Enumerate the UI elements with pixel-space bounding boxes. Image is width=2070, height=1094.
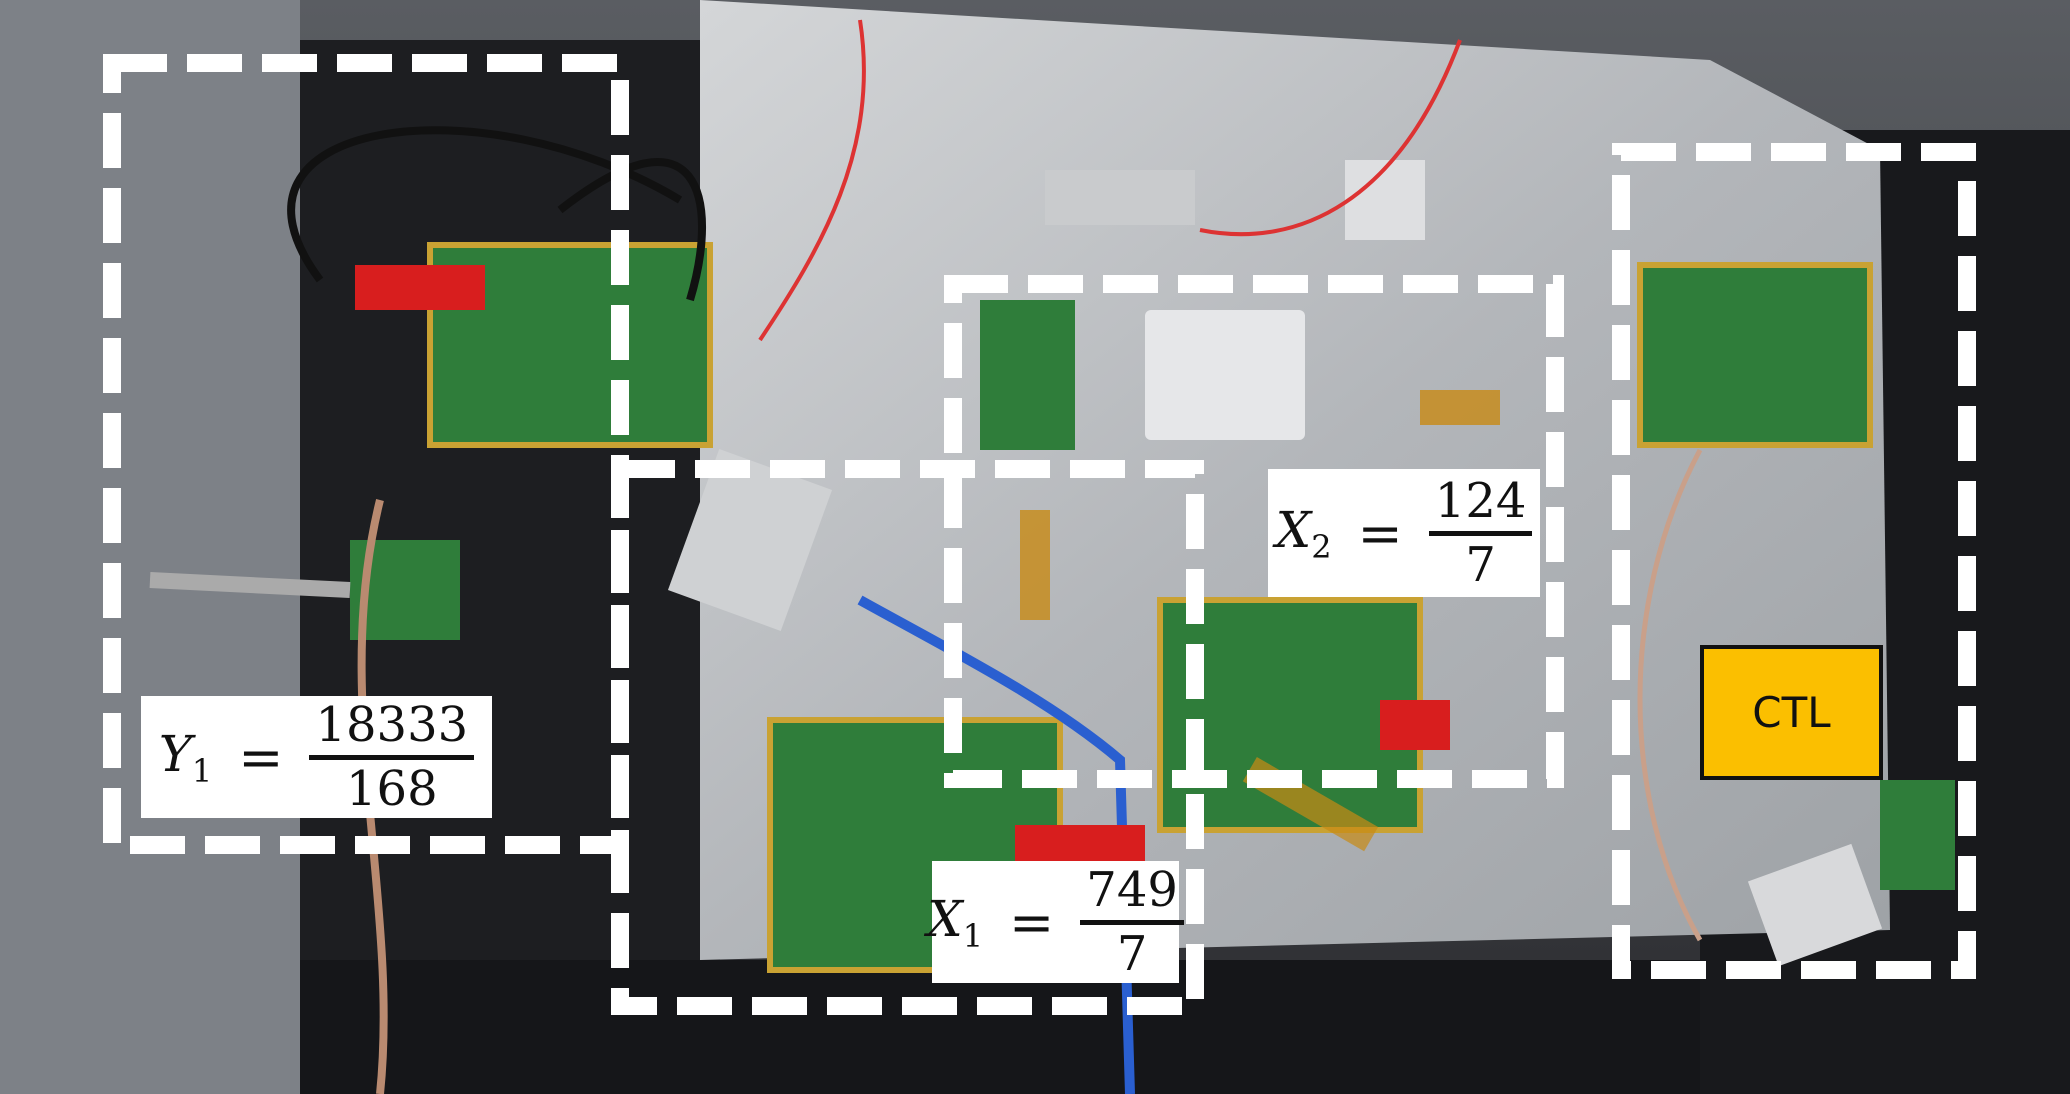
- pcb-board: [1637, 262, 1873, 448]
- left-wall: [0, 0, 300, 1094]
- ctl-label: CTL: [1700, 645, 1883, 780]
- equals-sign: =: [1009, 890, 1055, 954]
- x1-fraction: 749 7: [1080, 865, 1184, 979]
- kapton-tape: [1420, 390, 1500, 425]
- y1-numerator: 18333: [309, 700, 475, 760]
- power-connector: [1380, 700, 1450, 750]
- cable: [758, 19, 1462, 342]
- cable: [857, 595, 1135, 1094]
- equals-sign: =: [238, 725, 284, 789]
- power-connector: [355, 265, 485, 310]
- rf-module: [667, 449, 833, 631]
- cable: [1637, 448, 1703, 942]
- pcb-board: [1880, 780, 1955, 890]
- rf-module: [1045, 170, 1195, 225]
- x1-variable: X1: [927, 889, 984, 955]
- y1-variable: Y1: [158, 724, 213, 790]
- kapton-tape: [1020, 510, 1050, 620]
- x1-denominator: 7: [1116, 925, 1148, 982]
- pcb-board: [980, 300, 1075, 450]
- x2-denominator: 7: [1465, 536, 1496, 593]
- rf-module: [1145, 310, 1305, 440]
- cable: [287, 126, 707, 302]
- x2-numerator: 124: [1428, 476, 1533, 536]
- y1-fraction: 18333 168: [309, 700, 475, 817]
- x1-label: X1 = 749 7: [927, 861, 1184, 983]
- rf-module: [1345, 160, 1425, 240]
- y1-denominator: 168: [345, 760, 438, 817]
- x2-variable: X2: [1275, 500, 1332, 566]
- equals-sign: =: [1357, 501, 1403, 565]
- power-connector: [1015, 825, 1145, 865]
- x1-numerator: 749: [1080, 865, 1184, 925]
- cable: [149, 572, 351, 598]
- region-x1-outline: [611, 460, 1204, 1015]
- region-ctl-outline: [1612, 143, 1976, 979]
- rf-module: [1747, 843, 1883, 967]
- x2-fraction: 124 7: [1428, 476, 1533, 593]
- region-x2-outline: [944, 275, 1564, 788]
- y1-label: Y1 = 18333 168: [141, 696, 492, 818]
- region-y1-outline: [103, 54, 629, 854]
- x2-label: X2 = 124 7: [1268, 469, 1540, 597]
